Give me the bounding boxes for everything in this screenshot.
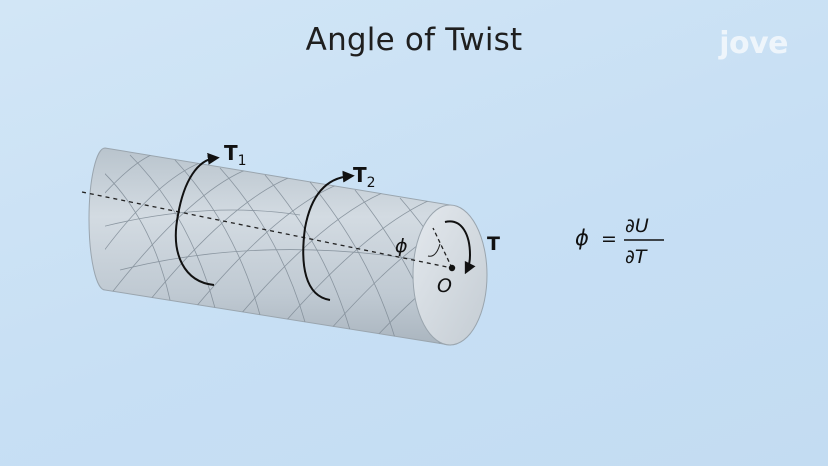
equation-numerator: ∂U (625, 215, 649, 237)
shaft-body (88, 147, 451, 346)
center-point-label: O (437, 275, 452, 297)
torque-arrow-end (444, 220, 476, 275)
center-point-dot (448, 264, 456, 272)
equation-equals: = (601, 228, 617, 250)
twist-radius-line (432, 227, 453, 269)
torque-arrow-1 (174, 152, 220, 286)
torque-2-label: T2 (353, 163, 376, 191)
angle-arc (427, 243, 441, 257)
jove-logo: jove (719, 26, 788, 61)
equation-lhs: ϕ (575, 226, 589, 250)
equation-denominator: ∂T (625, 246, 648, 268)
torque-arrow-2 (302, 170, 355, 301)
shaft-axis-line (81, 191, 453, 269)
torque-end-label: T (487, 233, 500, 255)
angle-of-twist-equation: ϕ = ∂U ∂T (575, 215, 664, 268)
torque-1-label: T1 (224, 141, 247, 169)
twist-angle-symbol: ϕ (395, 235, 408, 257)
slide-title: Angle of Twist (305, 22, 523, 58)
